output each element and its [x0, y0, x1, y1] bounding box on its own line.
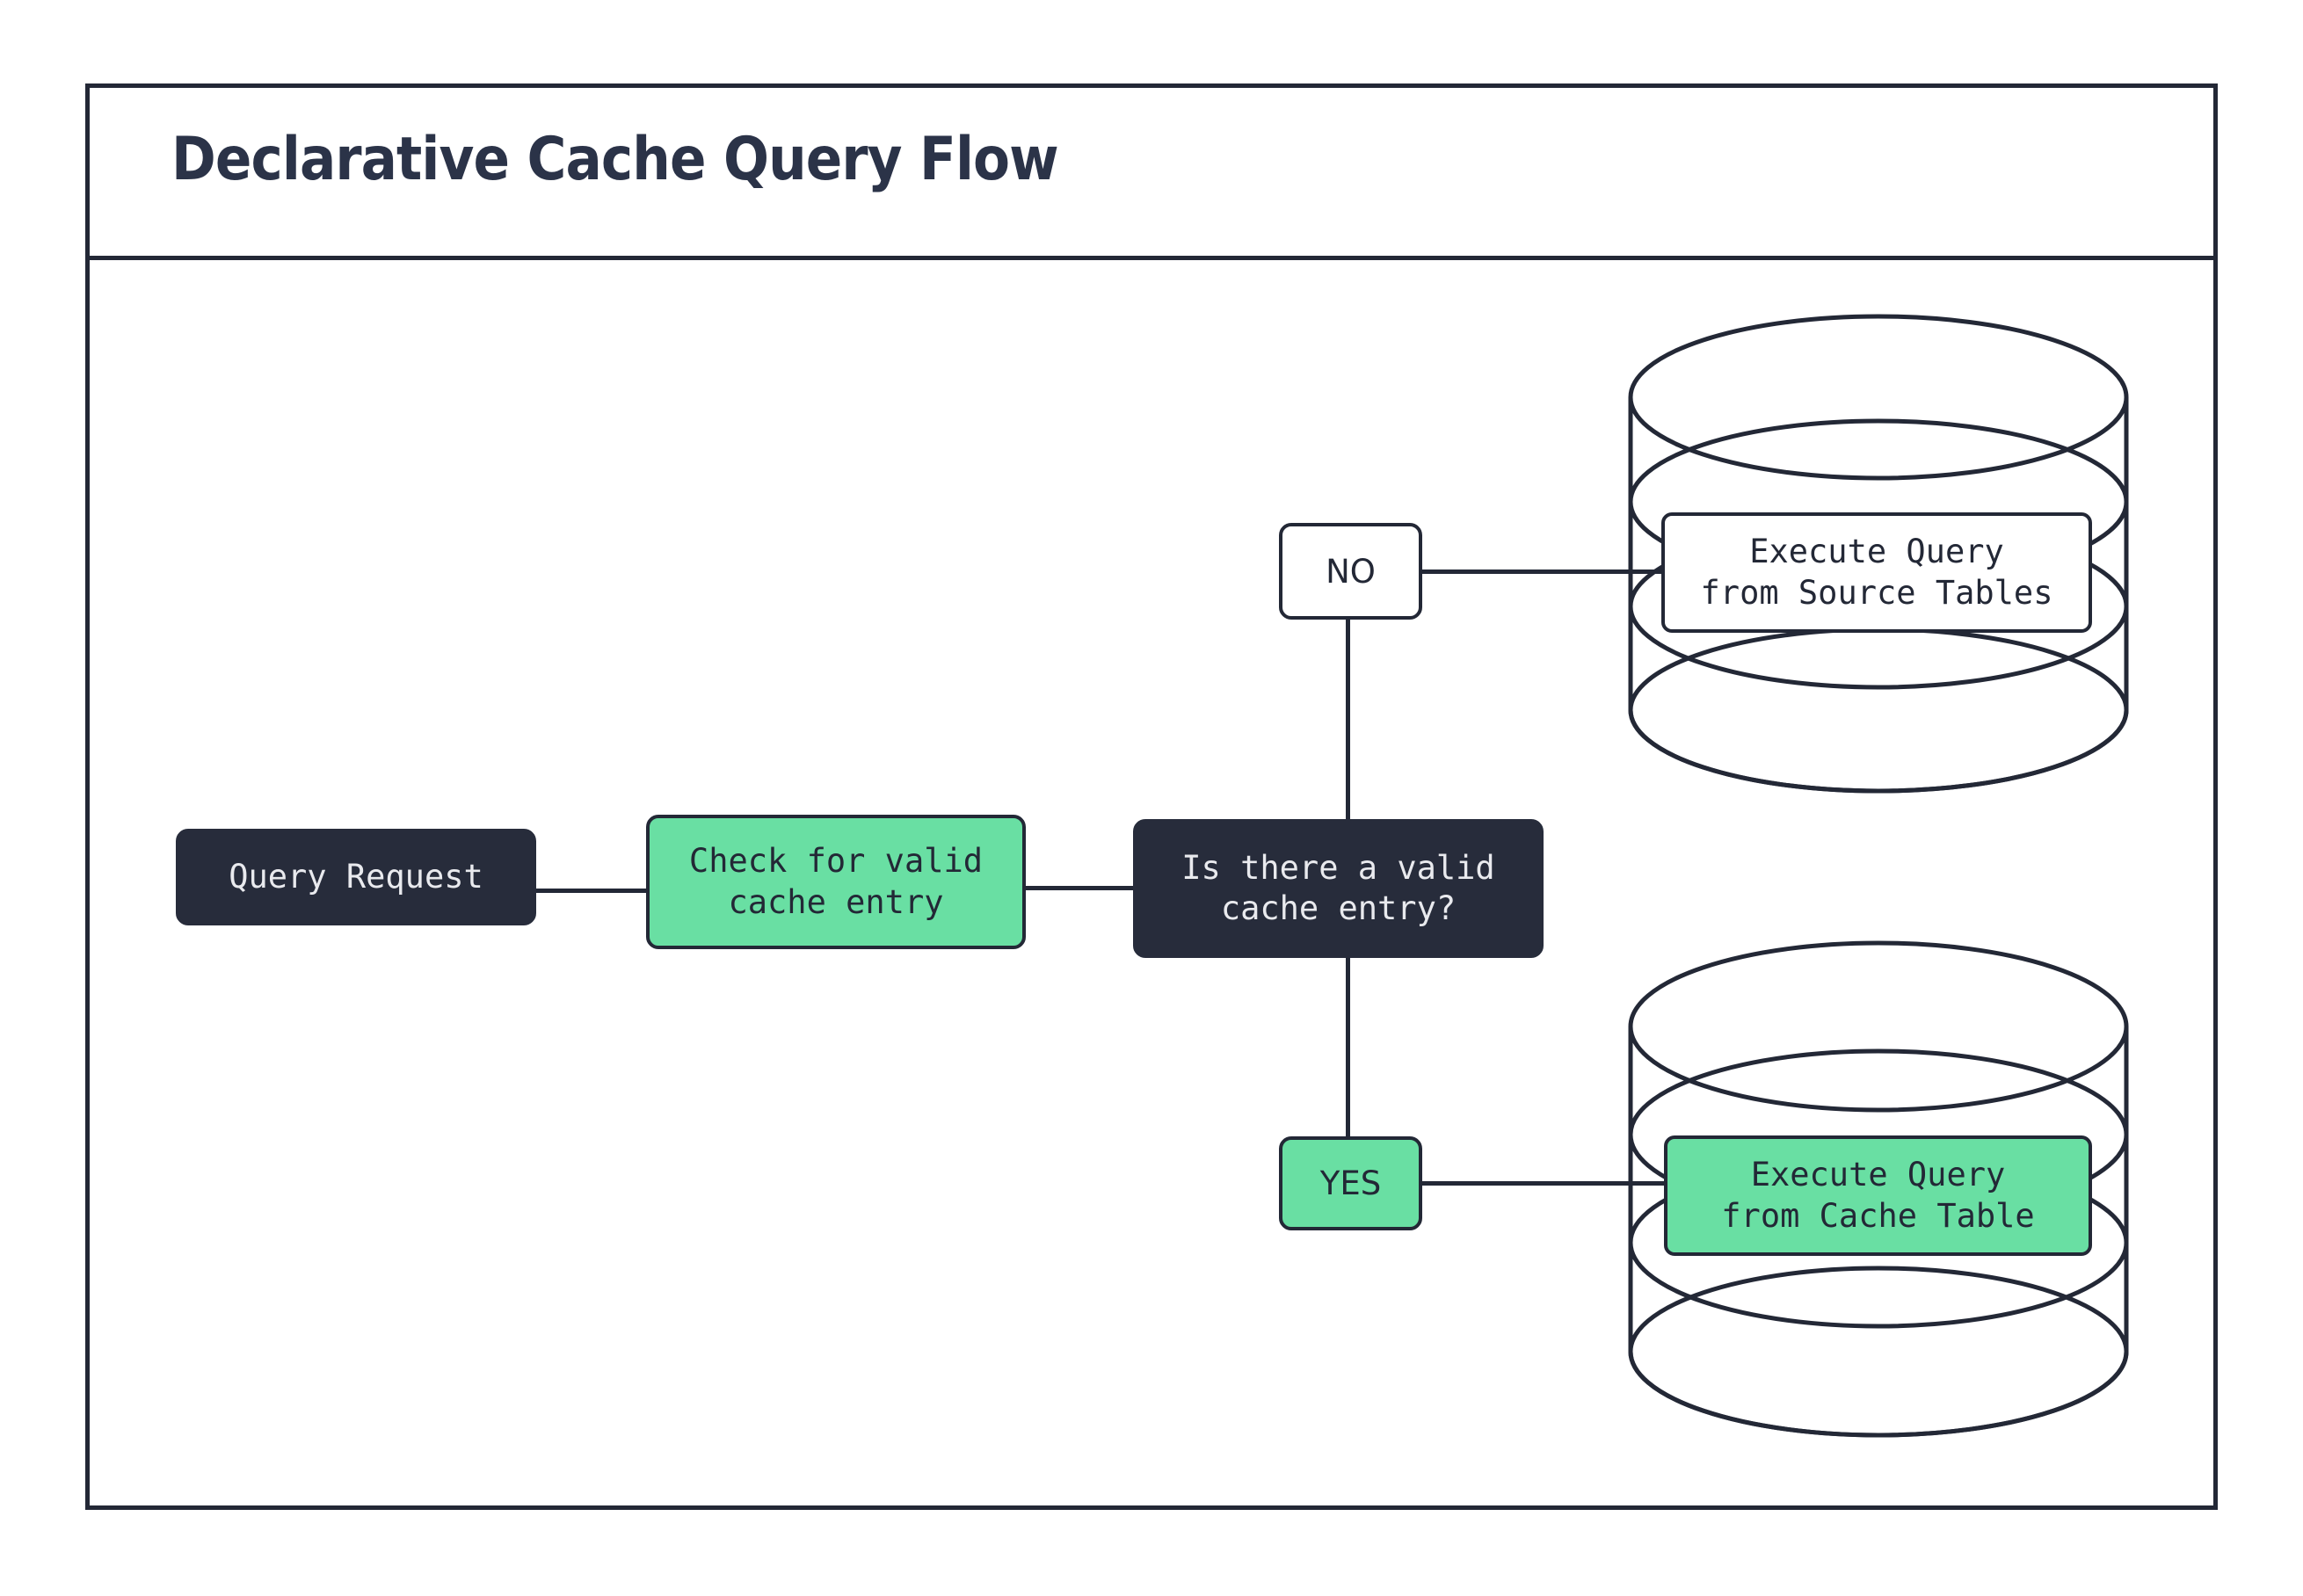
diagram-frame: Declarative Cache Query Flow — [85, 83, 2218, 1510]
node-decision-valid-cache-entry[interactable]: Is there a valid cache entry? — [1133, 819, 1544, 958]
branch-label-no[interactable]: NO — [1279, 523, 1422, 620]
connector-decision-to-no-label — [1346, 618, 1350, 822]
page-title: Declarative Cache Query Flow — [171, 125, 1059, 194]
node-execute-query-from-cache-table[interactable]: Execute Query from Cache Table — [1664, 1135, 2092, 1256]
connector-no-label-to-source-store — [1419, 569, 1682, 574]
diagram-header: Declarative Cache Query Flow — [90, 88, 2213, 260]
node-check-for-valid-cache-entry[interactable]: Check for valid cache entry — [646, 815, 1026, 949]
connector-decision-to-yes-label — [1346, 956, 1350, 1139]
branch-label-yes[interactable]: YES — [1279, 1136, 1422, 1230]
node-query-request[interactable]: Query Request — [176, 829, 536, 925]
connector-yes-label-to-cache-store — [1419, 1181, 1682, 1186]
connector-query-request-to-check-cache — [534, 889, 649, 893]
node-execute-query-from-source-tables[interactable]: Execute Query from Source Tables — [1661, 512, 2092, 633]
connector-check-cache-to-decision — [1022, 886, 1137, 890]
